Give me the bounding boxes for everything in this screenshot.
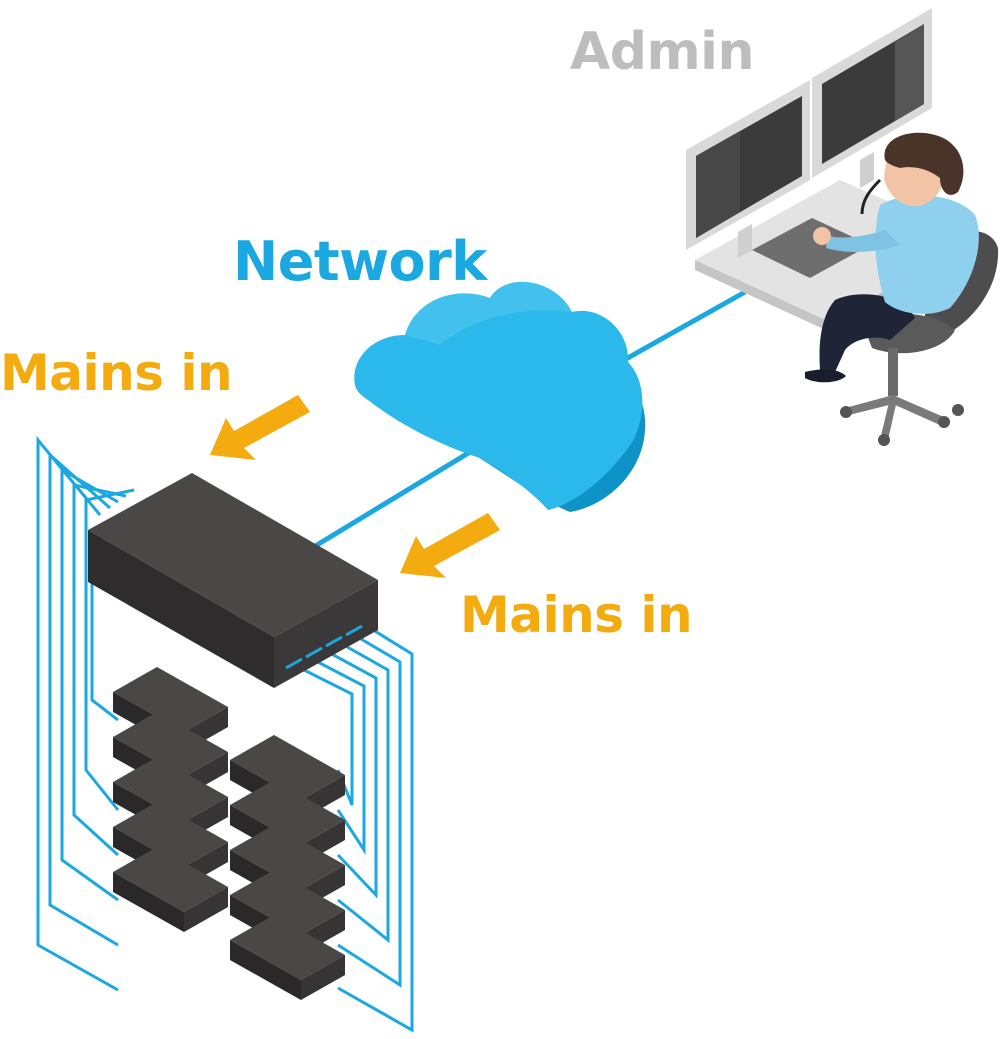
arrow-icon <box>210 395 310 460</box>
network-cables <box>310 289 747 551</box>
cloud-highlight <box>405 281 572 345</box>
receiver-cables-left <box>36 435 135 992</box>
arrow-icon <box>400 513 500 578</box>
keyboard <box>752 218 870 278</box>
monitor-right <box>812 8 932 188</box>
switch-ports <box>285 624 363 670</box>
cable-loop <box>36 435 119 992</box>
mains-arrows <box>210 395 500 578</box>
receiver-stack-right <box>230 735 345 1000</box>
cable-cloud-to-switch <box>310 449 472 551</box>
admin-person <box>805 132 979 383</box>
hand <box>813 227 831 245</box>
cable-loop <box>337 626 414 1033</box>
legs <box>819 294 915 372</box>
receiver-unit-icon <box>230 915 345 1000</box>
switch-top <box>88 473 378 637</box>
mains-in-label-left: Mains in <box>0 344 233 402</box>
cloud-icon <box>354 281 646 512</box>
cable-loop <box>337 642 390 944</box>
cable-loop <box>84 488 135 811</box>
cable-loop <box>337 634 402 988</box>
cable-loop <box>60 467 119 902</box>
shoe <box>805 369 846 383</box>
switch-front-left <box>88 530 274 688</box>
monitor-left <box>686 80 810 258</box>
cable-loop <box>72 483 127 857</box>
network-label: Network <box>233 230 487 293</box>
headset <box>860 178 882 215</box>
torso <box>875 195 979 314</box>
admin-workstation-icon <box>686 8 999 446</box>
cable-admin-to-cloud <box>608 289 747 371</box>
arm <box>826 230 900 252</box>
desk-edge <box>695 260 830 332</box>
receiver-stack-left <box>113 667 228 932</box>
cable-loop <box>90 560 119 722</box>
cable-loop <box>313 658 366 856</box>
admin-label: Admin <box>570 22 755 82</box>
hair <box>884 132 964 195</box>
network-switch-icon <box>88 473 378 688</box>
mains-in-label-right: Mains in <box>460 586 693 644</box>
cable-loop <box>327 650 378 899</box>
receiver-unit-icon <box>113 847 228 932</box>
